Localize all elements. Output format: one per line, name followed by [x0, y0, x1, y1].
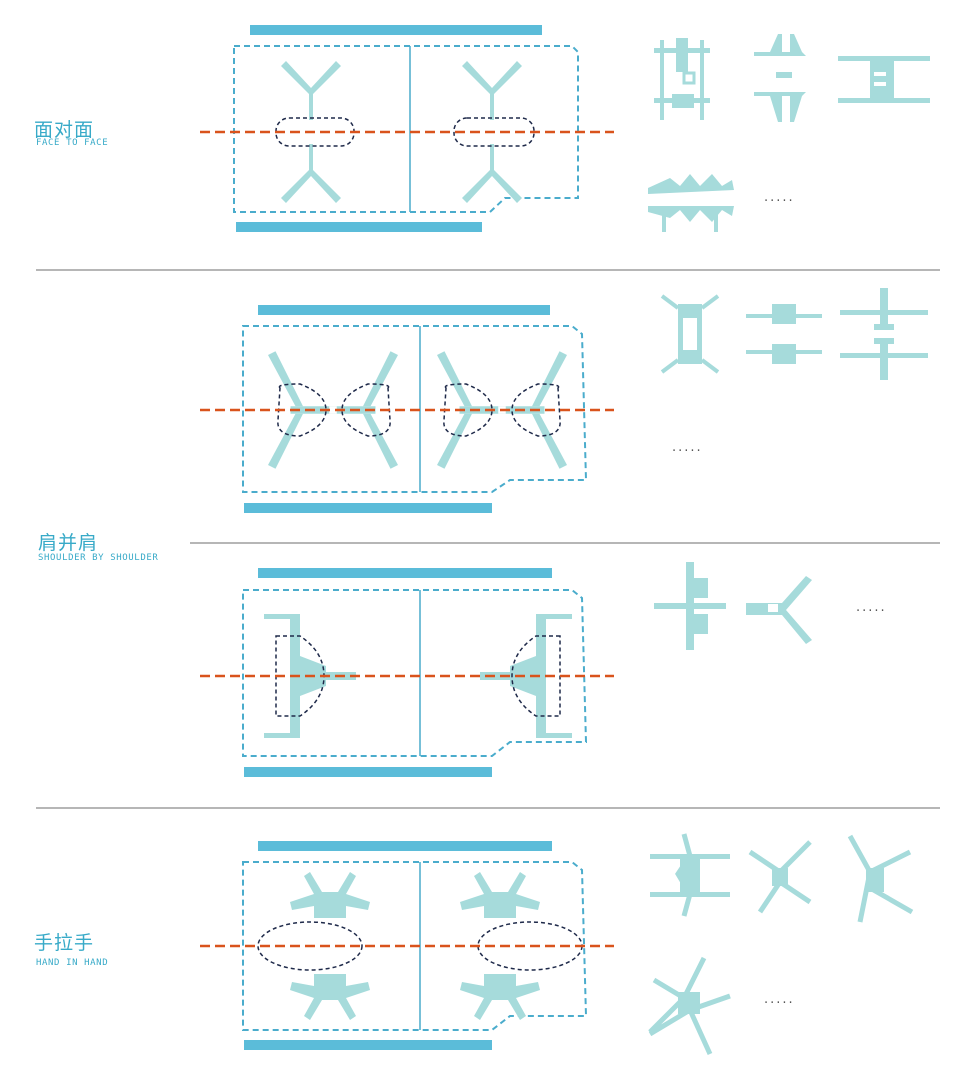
interaction-zone [443, 383, 493, 437]
interaction-zone [341, 383, 391, 437]
interaction-zone [453, 117, 535, 147]
section-title-en: SHOULDER BY SHOULDER [38, 553, 159, 563]
top-bar [258, 305, 550, 315]
room-outline [242, 589, 588, 757]
room-outline [233, 45, 579, 213]
bottom-bar [236, 222, 482, 232]
more-variants-ellipsis: ..... [856, 600, 887, 615]
top-bar [258, 568, 552, 578]
interaction-zone [277, 383, 327, 437]
room-outline [242, 325, 588, 493]
section-title-cn: 手拉手 [34, 932, 95, 954]
panel-shoulder-by-shoulder-a [200, 305, 614, 513]
interaction-zone [257, 921, 363, 971]
section-title-cn: 面对面 [34, 119, 95, 141]
room-outline [242, 861, 588, 1031]
panel-hand-in-hand [200, 841, 614, 1050]
more-variants-ellipsis: ..... [672, 440, 703, 455]
panel-face-to-face [200, 25, 614, 232]
top-bar [258, 841, 552, 851]
variants-hand-in-hand [648, 833, 914, 1056]
section-title-en: FACE TO FACE [36, 138, 109, 148]
bottom-bar [244, 503, 492, 513]
variants-face-to-face [648, 34, 930, 232]
bottom-bar [244, 1040, 492, 1050]
more-variants-ellipsis: ..... [764, 992, 795, 1007]
section-title-cn: 肩并肩 [38, 532, 99, 554]
variants-shoulder-by-shoulder-b [654, 562, 812, 650]
section-title-en: HAND IN HAND [36, 958, 109, 968]
panel-shoulder-by-shoulder-b [200, 568, 614, 777]
more-variants-ellipsis: ..... [764, 190, 795, 205]
interaction-zone [511, 635, 561, 717]
interaction-zone [511, 383, 561, 437]
bottom-bar [244, 767, 492, 777]
variants-shoulder-by-shoulder-a [660, 288, 928, 380]
top-bar [250, 25, 542, 35]
